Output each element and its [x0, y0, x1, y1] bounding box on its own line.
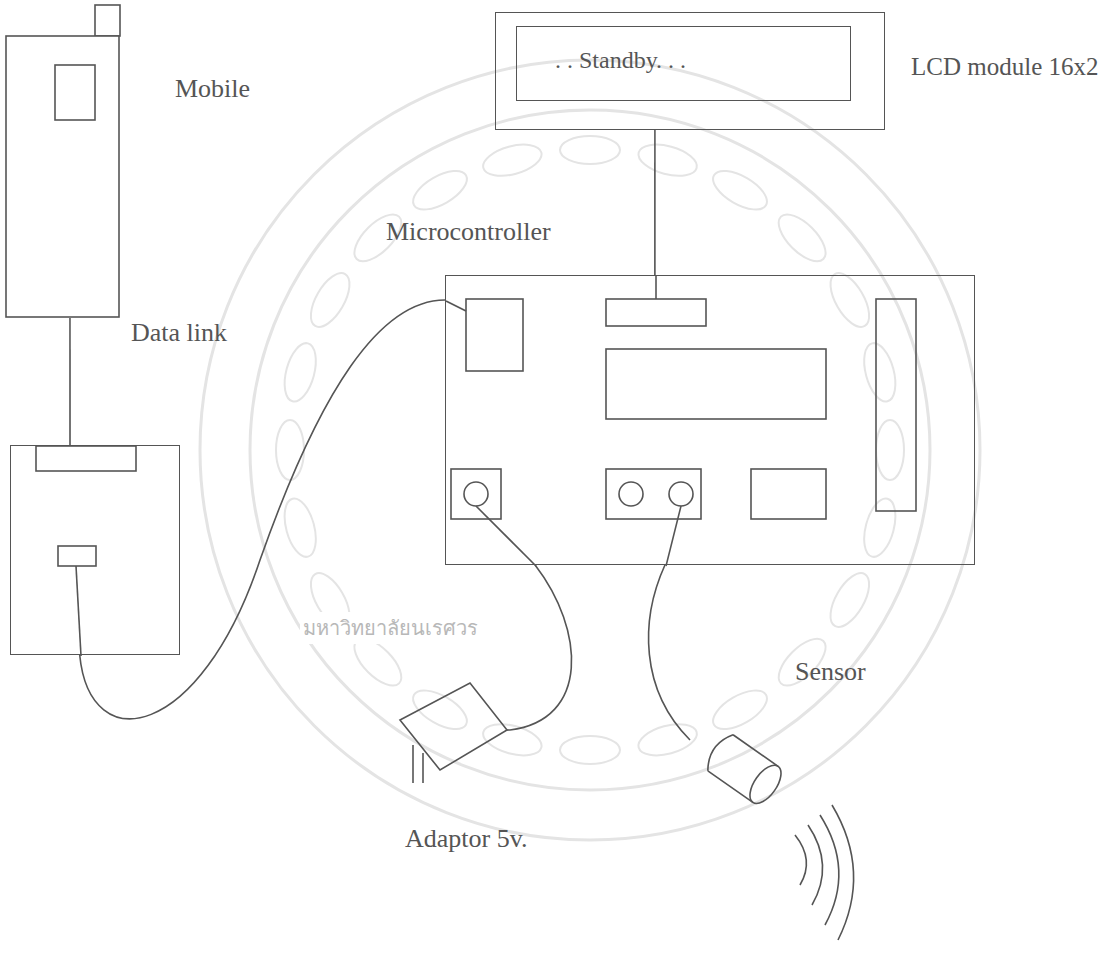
seal-petal: [707, 683, 773, 737]
microcontroller-board-outline: [446, 276, 976, 566]
mobile-phone-outline: [5, 35, 120, 318]
part-name: Data link: [131, 319, 227, 348]
seal-petal: [635, 718, 700, 761]
seal-petal: [279, 340, 322, 405]
seal-petal: [876, 420, 904, 480]
seal-petal: [858, 495, 901, 560]
seal-petal: [480, 139, 545, 182]
cable: [510, 565, 572, 730]
lcd-screen: . . Standby. . .: [516, 26, 851, 101]
seal-petal: [858, 340, 901, 405]
part-name: Microcontroller: [386, 218, 551, 247]
phone-antenna: [95, 5, 120, 36]
watermark-seal: [200, 60, 980, 840]
adaptor-outline: [395, 675, 510, 785]
cable: [654, 130, 656, 275]
seal-petal: [560, 136, 620, 164]
seal-petal: [407, 683, 473, 737]
screen-text: . . Standby. . .: [555, 47, 686, 73]
seal-petal: [279, 495, 322, 560]
part-name: LCD module 16x2: [911, 53, 1099, 81]
cable: [80, 300, 445, 719]
sensor-outline: [690, 720, 800, 820]
part-name: Mobile: [175, 75, 250, 104]
sensor-waves: [795, 805, 854, 940]
seal-petal: [407, 163, 473, 217]
seal-petal: [635, 139, 700, 182]
part-name: Adaptor 5v.: [405, 825, 528, 854]
seal-petal: [707, 163, 773, 217]
cable: [649, 565, 690, 740]
data-link-box: Data link: [10, 445, 180, 655]
seal-petal: [303, 267, 357, 333]
seal-petal: [823, 267, 877, 333]
seal-petal: [771, 207, 833, 269]
seal-petal: [560, 736, 620, 764]
seal-petal: [276, 420, 304, 480]
lcd-module: LCD module 16x2. . Standby. . .: [495, 12, 885, 130]
mobile-phone: Mobile: [5, 35, 120, 318]
data-link-box-outline: [11, 446, 181, 656]
watermark-text: มหาวิทยาลัยนเรศวร: [300, 612, 481, 644]
part-name: Sensor: [795, 658, 866, 687]
cable: [69, 318, 71, 445]
sensor: Sensor: [690, 720, 800, 820]
seal-petal: [823, 567, 877, 633]
microcontroller-board: Microcontroller: [445, 275, 975, 565]
adaptor: Adaptor 5v.: [395, 675, 510, 785]
